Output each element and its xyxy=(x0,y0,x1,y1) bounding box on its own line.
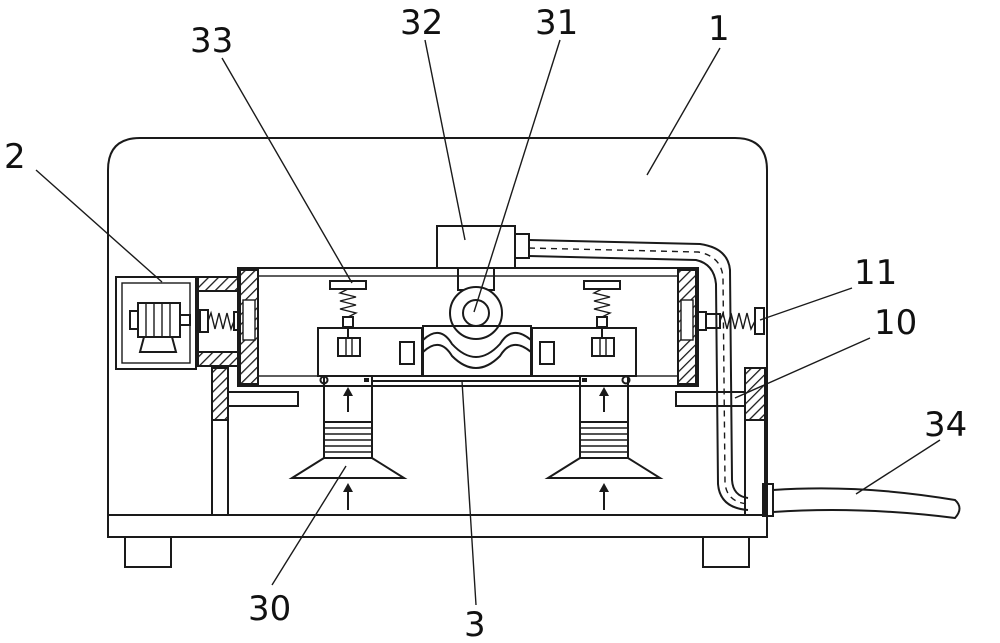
motor-body xyxy=(137,302,181,338)
left-clamp-bottom xyxy=(197,351,239,367)
pump-box xyxy=(436,225,516,269)
right-spring-cap xyxy=(583,280,621,290)
callout-32: 32 xyxy=(400,3,444,43)
right-mount-spring xyxy=(591,288,613,318)
leader-34 xyxy=(855,439,941,495)
right-guide-rod xyxy=(675,391,746,407)
callout-11: 11 xyxy=(854,253,898,293)
foot-right xyxy=(702,536,750,568)
left-guide-rod xyxy=(227,391,299,407)
external-hose xyxy=(772,487,961,520)
callout-33: 33 xyxy=(190,21,234,61)
left-clamp-top xyxy=(197,276,239,292)
callout-10: 10 xyxy=(874,303,918,343)
leader-11 xyxy=(759,287,853,321)
left-column-cap xyxy=(211,367,229,421)
motor-housing xyxy=(115,276,197,370)
callout-34: 34 xyxy=(924,405,968,445)
right-spring xyxy=(719,310,756,332)
callout-31: 31 xyxy=(535,3,579,43)
leader-33 xyxy=(221,57,353,284)
hose-coupling xyxy=(762,483,774,517)
leader-10 xyxy=(734,337,871,399)
callout-30: 30 xyxy=(248,589,292,629)
right-valve-box xyxy=(531,327,637,377)
callout-2: 2 xyxy=(4,137,26,177)
left-mount-spring xyxy=(337,288,359,318)
leader-2 xyxy=(35,169,163,283)
callout-1: 1 xyxy=(708,9,730,49)
right-column-cap xyxy=(744,367,766,421)
foot-left xyxy=(124,536,172,568)
leader-3 xyxy=(461,380,477,606)
housing-outline xyxy=(107,137,768,515)
pump-outer xyxy=(449,286,503,340)
base-plate xyxy=(107,514,768,538)
left-suction-cup xyxy=(288,457,408,479)
leader-32 xyxy=(424,39,466,241)
right-suction-cup xyxy=(544,457,664,479)
left-spring xyxy=(207,310,235,332)
leader-31 xyxy=(473,39,561,313)
leader-1 xyxy=(646,47,721,176)
callout-3: 3 xyxy=(464,605,486,643)
left-spring-cap xyxy=(329,280,367,290)
hose-upper xyxy=(528,239,749,499)
left-valve-box xyxy=(317,327,423,377)
leader-30 xyxy=(271,465,347,586)
